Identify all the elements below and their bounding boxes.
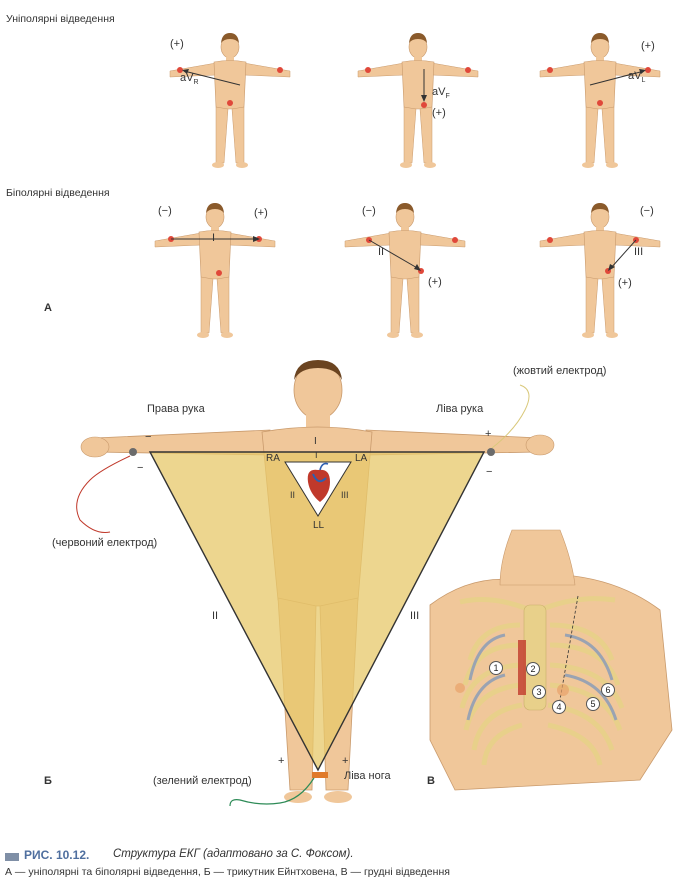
lead-ii-label: II	[378, 246, 385, 258]
avl-plus-label: (+)	[641, 40, 655, 52]
red-electrode-label: (червоний електрод)	[52, 537, 158, 549]
inner-lead-iii-label: III	[341, 490, 349, 500]
left-leg-label: Ліва нога	[344, 770, 391, 782]
avf-lead-label: aVF	[432, 86, 450, 100]
bipolar-figure-ii	[344, 202, 466, 339]
ll-plus-sign-left: +	[278, 755, 285, 767]
avl-lead-main: aV	[628, 70, 642, 82]
yellow-electrode-label: (жовтий електрод)	[513, 365, 607, 377]
caption-marker	[5, 853, 19, 861]
lead-ii-minus-label: (−)	[362, 205, 376, 217]
inner-lead-i-label: I	[315, 450, 318, 460]
lead-i-minus-label: (−)	[158, 205, 172, 217]
lead-i-label: I	[212, 232, 216, 244]
chest-panel	[429, 529, 673, 791]
lead-ii-plus-label: (+)	[428, 276, 442, 288]
green-electrode-label: (зелений електрод)	[153, 775, 252, 787]
einthoven-lead-ii-label: II	[212, 610, 219, 622]
bipolar-figure-iii	[539, 202, 661, 339]
chest-lead-3-label: 3	[532, 685, 546, 699]
panel-b-label: Б	[44, 775, 52, 787]
avr-plus-label: (+)	[170, 38, 184, 50]
chest-lead-5-label: 5	[586, 697, 600, 711]
avr-lead-main: aV	[180, 72, 194, 84]
unipolar-leads-heading: Уніполярні відведення	[6, 13, 115, 25]
ra-minus-sign-2: −	[137, 462, 144, 474]
chest-lead-4-label: 4	[552, 700, 566, 714]
avr-lead-label: aVR	[180, 72, 199, 86]
inner-lead-ii-label: II	[290, 490, 296, 500]
chest-lead-3: 3	[532, 685, 546, 699]
unipolar-figure-avf	[357, 32, 479, 169]
caption-title: Структура ЕКГ (адаптовано за С. Фоксом).	[113, 848, 354, 860]
avr-lead-sub: R	[193, 79, 199, 87]
chest-lead-1: 1	[489, 661, 503, 675]
bipolar-leads-heading: Біполярні відведення	[6, 187, 110, 199]
panel-c-label: В	[427, 775, 435, 787]
caption-number: РИС. 10.12.	[24, 848, 90, 862]
caption-subtitle: А — уніполярні та біполярні відведення, …	[5, 866, 450, 878]
chest-lead-2: 2	[526, 662, 540, 676]
la-plus-sign: +	[485, 428, 492, 440]
chest-lead-2-label: 2	[526, 662, 540, 676]
avl-lead-sub: L	[641, 77, 646, 85]
ll-label: LL	[313, 520, 325, 531]
lead-iii-minus-label: (−)	[640, 205, 654, 217]
einthoven-lead-i-label: I	[314, 436, 317, 447]
avl-lead-label: aVL	[628, 70, 645, 84]
avf-plus-label: (+)	[432, 107, 446, 119]
chest-lead-1-label: 1	[489, 661, 503, 675]
la-label: LA	[355, 453, 368, 464]
einthoven-panel	[76, 360, 555, 807]
avf-lead-main: aV	[432, 86, 446, 98]
lead-i-plus-label: (+)	[254, 207, 268, 219]
chest-lead-6: 6	[601, 683, 615, 697]
la-minus-sign: −	[486, 466, 493, 478]
right-arm-label: Права рука	[147, 403, 205, 415]
ll-plus-sign-right: +	[342, 755, 349, 767]
lead-iii-label: III	[634, 246, 644, 258]
einthoven-triangle	[148, 451, 486, 772]
ra-label: RA	[266, 453, 280, 464]
left-arm-label: Ліва рука	[436, 403, 484, 415]
avf-lead-sub: F	[445, 93, 450, 101]
panel-a-label: А	[44, 302, 52, 314]
unipolar-figure-avr	[169, 32, 291, 169]
chest-lead-5: 5	[586, 697, 600, 711]
unipolar-figure-avl	[539, 32, 661, 169]
bipolar-figure-i	[154, 202, 276, 339]
lead-iii-plus-label: (+)	[618, 277, 632, 289]
einthoven-lead-iii-label: III	[410, 610, 420, 622]
chest-lead-6-label: 6	[601, 683, 615, 697]
ecg-illustration	[76, 32, 673, 807]
ra-minus-sign: −	[145, 431, 152, 443]
chest-lead-4: 4	[552, 700, 566, 714]
